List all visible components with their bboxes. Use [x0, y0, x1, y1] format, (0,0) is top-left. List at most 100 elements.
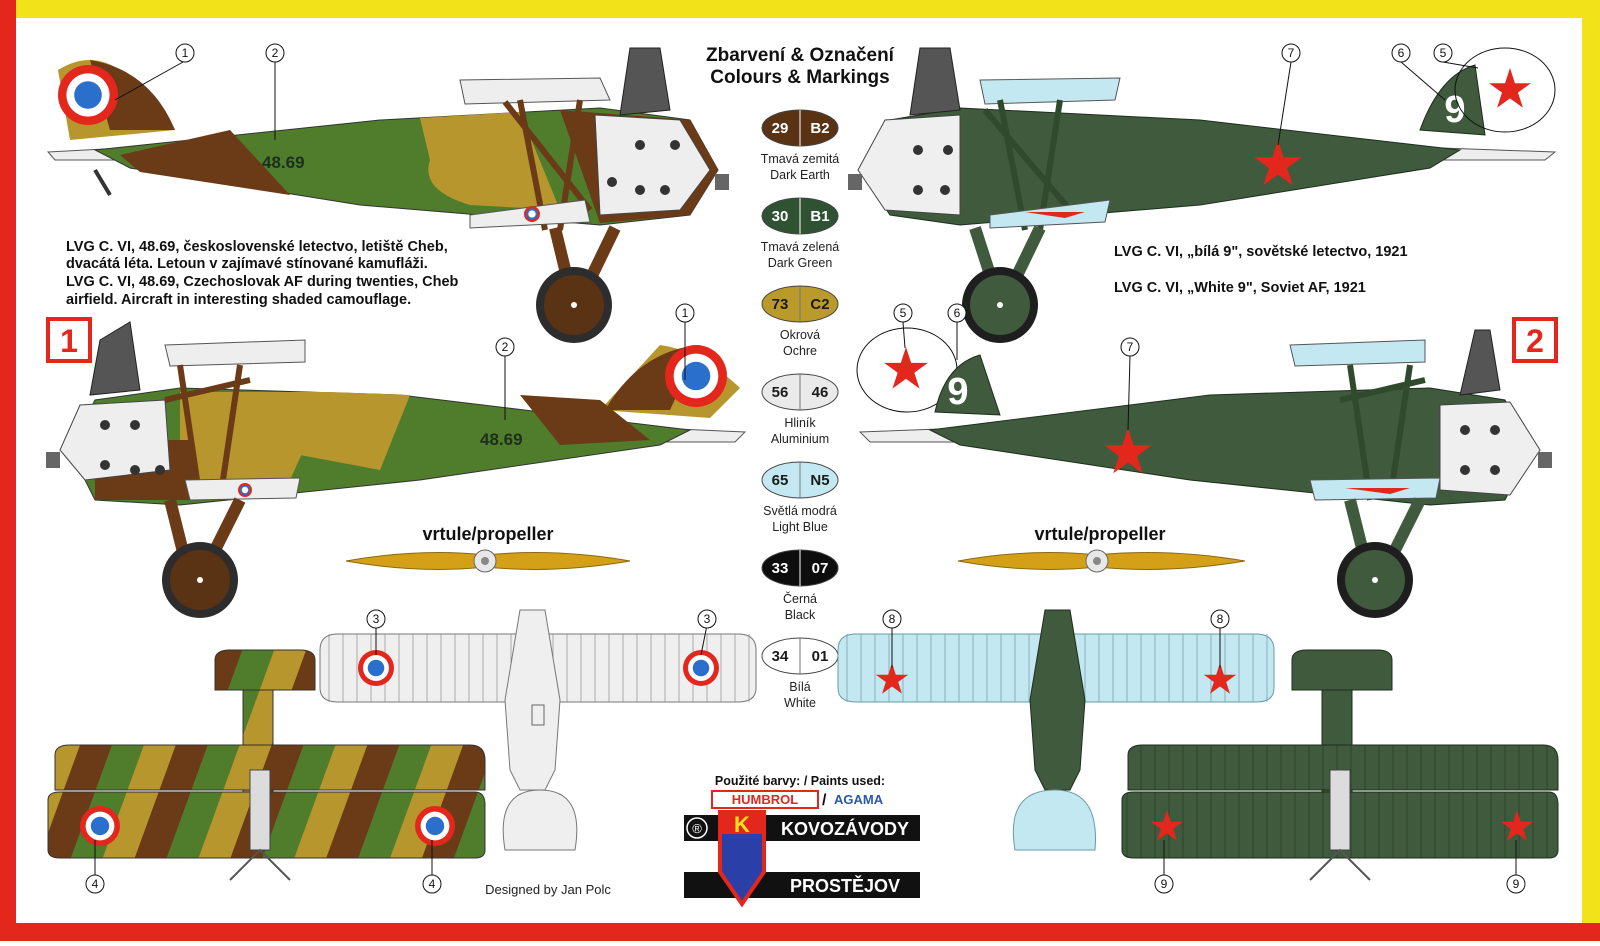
swatch-name-cz: Černá [783, 591, 817, 606]
logo-line-1: KOVOZÁVODY [781, 818, 909, 839]
scheme1-caption-3: LVG C. VI, 48.69, Czechoslovak AF during… [66, 274, 459, 290]
kovozavody-logo: ® K KOVOZÁVODY PROSTĚJOV [684, 810, 920, 908]
scheme1-side-view-right: 48.69 [46, 47, 729, 343]
swatch-name-cz: Světlá modrá [763, 504, 837, 518]
callout-s2w-8a: 8 [889, 612, 896, 626]
logo-letter: K [734, 812, 750, 837]
scheme1-upper-wing-plan [319, 609, 757, 851]
callout-s1b-2: 2 [502, 340, 509, 354]
scheme2-tail-number-2: 9 [947, 371, 968, 413]
callout-s1t-2: 2 [272, 46, 279, 60]
scheme2-upper-wing-callouts: 8 8 [882, 609, 1230, 668]
logo-line-2: PROSTĚJOV [790, 875, 900, 896]
callout-s1w-4b: 4 [429, 877, 436, 891]
swatch-name-en: Dark Green [768, 256, 833, 270]
swatch-humbrol-code: 34 [772, 648, 789, 665]
svg-text:1: 1 [60, 323, 78, 359]
swatch-name-cz: Bílá [789, 680, 811, 694]
svg-text:2: 2 [1526, 323, 1544, 359]
swatch-humbrol-code: 33 [772, 560, 789, 577]
callout-s2t-6: 6 [1398, 46, 1405, 60]
title-line-1: Zbarvení & Označení [706, 45, 895, 66]
swatch-name-cz: Tmavá zelená [761, 240, 840, 254]
svg-text:/: / [822, 792, 827, 809]
callout-s2b-5: 5 [900, 306, 907, 320]
s1-lower-wing-roundel-left [80, 806, 120, 846]
swatch-agama-code: B2 [810, 120, 829, 137]
swatch-agama-code: N5 [810, 472, 829, 489]
scheme1-serial: 48.69 [262, 153, 305, 172]
paints-used-label: Použité barvy: / Paints used: [715, 774, 885, 788]
propeller-2 [957, 549, 1246, 573]
paints-used-block: Použité barvy: / Paints used: HUMBROL / … [711, 774, 885, 809]
callout-s1w-3a: 3 [373, 612, 380, 626]
s1-upper-wing-roundel-right [683, 650, 719, 686]
swatch-humbrol-code: 56 [772, 384, 789, 401]
scheme1-top-plan-camo [47, 649, 486, 881]
scheme1-caption: LVG C. VI, 48.69, československé letectv… [66, 239, 459, 308]
callout-s2t-5: 5 [1440, 46, 1447, 60]
scheme1-top-callouts: 1 2 [114, 43, 285, 140]
swatch-name-cz: Okrová [780, 328, 820, 342]
scheme1-caption-2: dvacátá léta. Letoun v zajímavé stínovan… [66, 256, 428, 272]
swatch-name-en: Aluminium [771, 432, 829, 446]
swatch-name-en: Ochre [783, 344, 817, 358]
scheme2-lower-wing-callouts: 9 9 [1154, 840, 1526, 894]
scheme2-side-view-left: 9 [848, 47, 1557, 343]
scheme2-upper-wing-plan [837, 609, 1275, 851]
scheme2-caption-2: LVG C. VI, „White 9", Soviet AF, 1921 [1114, 280, 1366, 296]
scheme1-caption-1: LVG C. VI, 48.69, československé letectv… [66, 239, 448, 255]
callout-s2t-7: 7 [1288, 46, 1295, 60]
callout-s1w-4a: 4 [92, 877, 99, 891]
registered-mark: ® [692, 821, 702, 836]
scheme1-serial-2: 48.69 [480, 430, 523, 449]
callout-s2w-8b: 8 [1217, 612, 1224, 626]
swatch-name-en: Light Blue [772, 520, 828, 534]
callout-s1w-3b: 3 [704, 612, 711, 626]
swatch-agama-code: 01 [812, 648, 829, 665]
scheme2-tail-number: 9 [1444, 89, 1465, 131]
propeller-label-2: vrtule/propeller [1034, 524, 1165, 544]
swatch-humbrol-code: 30 [772, 208, 789, 225]
brand-humbrol: HUMBROL [732, 792, 798, 807]
scheme1-upper-wing-callouts: 3 3 [366, 609, 717, 656]
scheme2-number-badge: 2 [1512, 317, 1558, 363]
scheme2-caption: LVG C. VI, „bílá 9", sovětské letectvo, … [1114, 244, 1408, 296]
callout-s1b-1: 1 [682, 306, 689, 320]
swatch-name-cz: Hliník [784, 416, 816, 430]
designer-credit: Designed by Jan Polc [485, 882, 611, 897]
scheme2-top-plan [1121, 649, 1559, 881]
callout-s2b-7: 7 [1127, 340, 1134, 354]
swatch-name-en: Dark Earth [770, 168, 830, 182]
scheme2-bottom-callouts: 5 6 7 [893, 303, 1140, 431]
callout-s2w-9b: 9 [1513, 877, 1520, 891]
s1-lower-wing-roundel-right [415, 806, 455, 846]
swatch-name-en: White [784, 696, 816, 710]
swatch-humbrol-code: 29 [772, 120, 789, 137]
s1-upper-wing-roundel-left [358, 650, 394, 686]
scheme1-lower-wing-roundel [524, 206, 540, 222]
swatch-humbrol-code: 65 [772, 472, 789, 489]
swatch-agama-code: 46 [812, 384, 829, 401]
scheme1-side-view-left: 48.69 [46, 321, 747, 618]
scheme1-bottom-callouts: 1 2 [495, 303, 695, 420]
scheme2-top-callouts: 7 6 5 [1277, 43, 1479, 146]
swatch-agama-code: B1 [810, 208, 829, 225]
callout-s2b-6: 6 [954, 306, 961, 320]
callout-s1t-1: 1 [182, 46, 189, 60]
propeller-label-1: vrtule/propeller [422, 524, 553, 544]
scheme1-tail-roundel-2 [665, 345, 727, 407]
title-line-2: Colours & Markings [710, 67, 889, 88]
brand-agama: AGAMA [834, 792, 884, 807]
swatch-agama-code: C2 [810, 296, 829, 313]
scheme1-lower-wing-roundel-2 [238, 483, 252, 497]
scheme1-tail-roundel [58, 65, 118, 125]
